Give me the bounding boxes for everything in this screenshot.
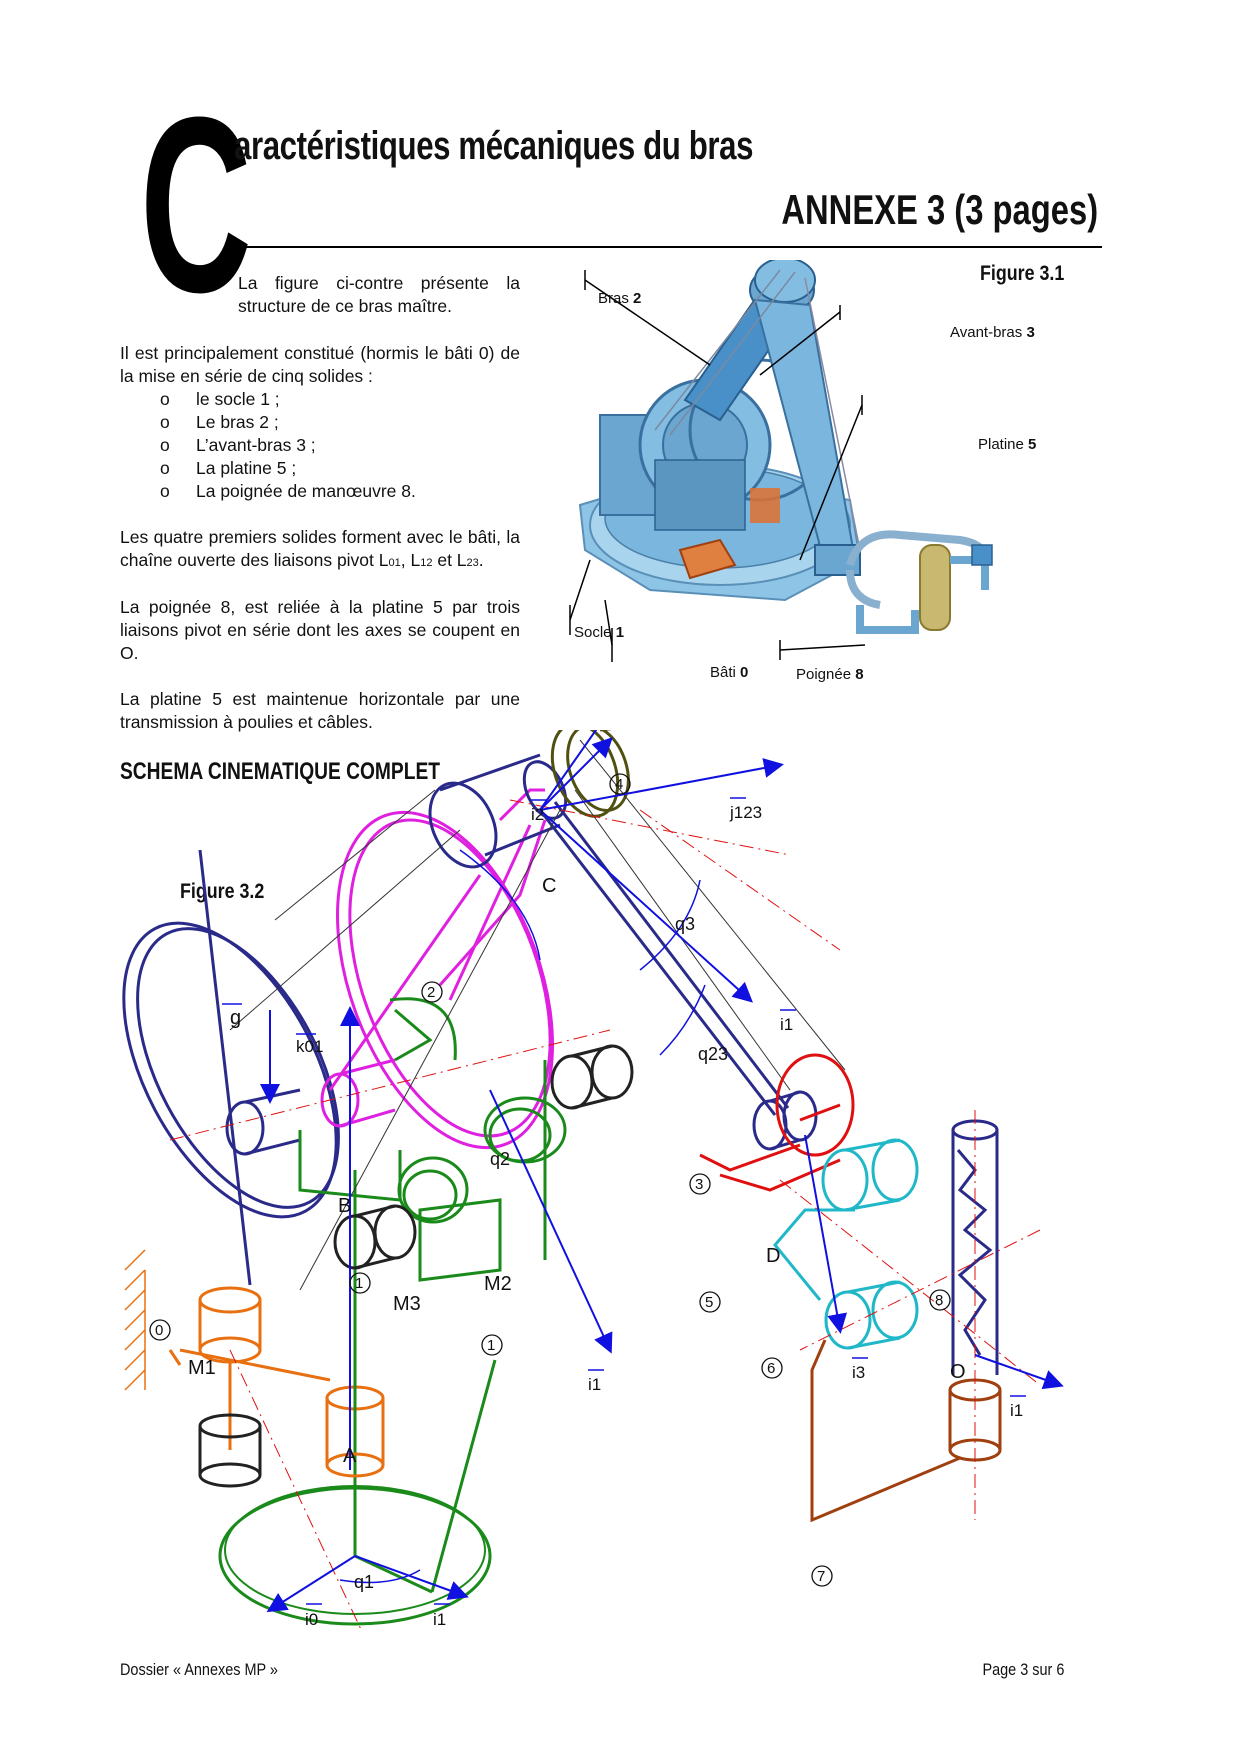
point-C: C bbox=[542, 875, 556, 897]
intro-paragraph-4: La poignée 8, est reliée à la platine 5 … bbox=[120, 597, 520, 663]
title-dropcap: C bbox=[140, 65, 252, 344]
label-bati: Bâti 0 bbox=[710, 664, 749, 681]
schema-title: SCHEMA CINEMATIQUE COMPLET bbox=[120, 758, 440, 785]
motor-M1: M1 bbox=[188, 1357, 216, 1379]
vec-g: g bbox=[230, 1007, 241, 1029]
solid-number-6: 6 bbox=[767, 1360, 775, 1377]
solid-number-1b: 1 bbox=[487, 1337, 495, 1354]
solid-number-5: 5 bbox=[705, 1294, 713, 1311]
label-platine: Platine 5 bbox=[978, 436, 1037, 453]
vec-i3: i3 bbox=[852, 1363, 865, 1382]
angle-q2: q2 bbox=[490, 1149, 510, 1169]
figure-3-1-robot-illustration bbox=[569, 260, 993, 662]
figure-3-2-caption: Figure 3.2 bbox=[180, 880, 265, 903]
label-socle: Socle 1 bbox=[574, 624, 625, 641]
vec-i1-top: i1 bbox=[780, 1015, 793, 1034]
angle-q23: q23 bbox=[698, 1044, 728, 1064]
motor-M3: M3 bbox=[393, 1293, 421, 1315]
angle-q3: q3 bbox=[675, 914, 695, 934]
intro-paragraph-5: La platine 5 est maintenue horizontale p… bbox=[120, 689, 520, 732]
vec-i1-mid: i1 bbox=[588, 1375, 601, 1394]
vec-i1-right: i1 bbox=[1010, 1401, 1023, 1420]
angle-q1: q1 bbox=[354, 1572, 374, 1592]
vec-i2: i2 bbox=[531, 805, 544, 824]
point-D: D bbox=[766, 1245, 780, 1267]
solid-number-1a: 1 bbox=[355, 1275, 363, 1292]
title-rule bbox=[232, 246, 1102, 248]
page-title: aractéristiques mécaniques du bras bbox=[234, 124, 754, 168]
figure-3-1-caption: Figure 3.1 bbox=[980, 262, 1065, 285]
footer-document-name: Dossier « Annexes MP » bbox=[120, 1660, 278, 1679]
point-A: A bbox=[343, 1445, 357, 1467]
solid-number-3: 3 bbox=[695, 1176, 703, 1193]
intro-paragraph-3: Les quatre premiers solides forment avec… bbox=[120, 527, 520, 570]
vec-i1-bottom: i1 bbox=[433, 1610, 446, 1629]
motor-M2: M2 bbox=[484, 1273, 512, 1295]
solid-number-7: 7 bbox=[817, 1568, 825, 1585]
kinematic-schema: g k01 i0 i1 i1 i1 i1 i2 i3 j123 q1 q2 q3… bbox=[122, 730, 1064, 1630]
vec-j123: j123 bbox=[729, 803, 762, 822]
solid-number-4: 4 bbox=[615, 776, 623, 793]
annex-title: ANNEXE 3 (3 pages) bbox=[781, 186, 1098, 233]
point-O: O bbox=[950, 1361, 966, 1383]
intro-paragraph-2: Il est principalement constitué (hormis … bbox=[120, 343, 520, 386]
solid-number-0: 0 bbox=[155, 1322, 163, 1339]
vec-k01: k01 bbox=[296, 1037, 323, 1056]
label-avant-bras: Avant-bras 3 bbox=[950, 324, 1035, 341]
intro-paragraph-1: La figure ci-contre présente la structur… bbox=[238, 273, 520, 316]
footer-page-number: Page 3 sur 6 bbox=[982, 1660, 1064, 1679]
solid-number-8: 8 bbox=[935, 1292, 943, 1309]
vec-i0: i0 bbox=[305, 1610, 318, 1629]
label-bras: Bras 2 bbox=[598, 290, 642, 307]
solid-number-2: 2 bbox=[427, 984, 435, 1001]
label-poignee: Poignée 8 bbox=[796, 666, 864, 683]
point-B: B bbox=[338, 1195, 351, 1217]
